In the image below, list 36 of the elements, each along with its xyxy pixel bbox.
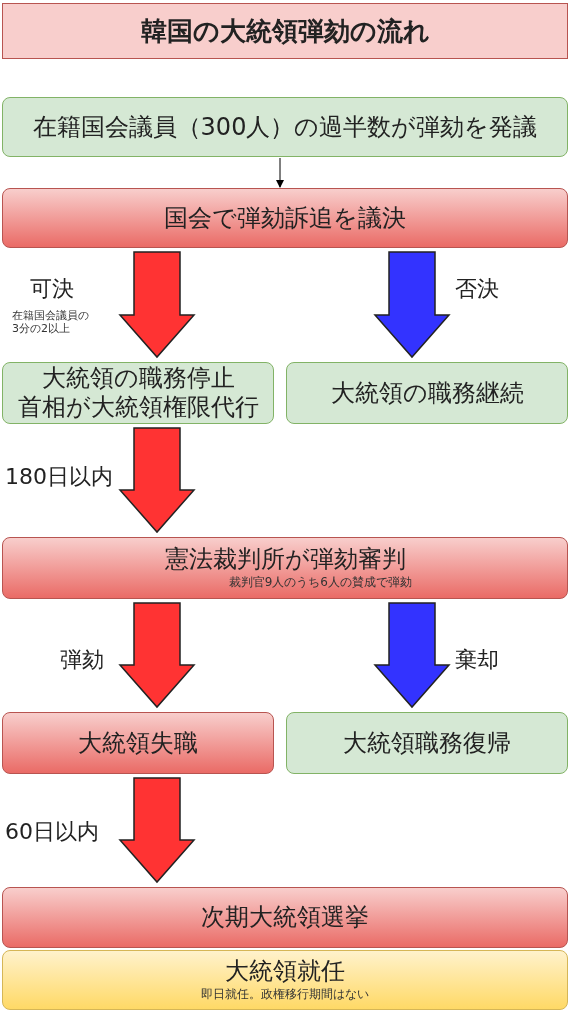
edge-label: 可決 <box>30 275 74 303</box>
block-arrow <box>373 602 451 709</box>
box-text: 国会で弾劾訴追を議決 <box>164 203 406 233</box>
box-text: 大統領の職務継続 <box>330 378 524 408</box>
box-text: 大統領失職 <box>78 728 198 758</box>
edge-label: 棄却 <box>455 646 499 674</box>
arrow <box>276 157 284 188</box>
box-text: 憲法裁判所が弾劾審判 <box>164 545 406 574</box>
box-text: 首相が大統領権限代行 <box>17 393 259 422</box>
box-text: 大統領職務復帰 <box>343 728 511 758</box>
process-box <box>2 950 568 1010</box>
note-text: 在籍国会議員の3分の2以上 <box>12 309 90 336</box>
edge-label: 弾劾 <box>60 646 104 674</box>
process-box <box>2 712 274 774</box>
process-box <box>2 97 568 157</box>
note-text: 裁判官9人のうち6人の賛成で弾劾 <box>228 573 412 591</box>
process-box <box>2 537 568 599</box>
edge-label: 60日以内 <box>5 818 99 846</box>
box-text: 大統領就任 <box>225 957 345 986</box>
process-box <box>286 712 568 774</box>
process-box <box>2 887 568 948</box>
box-text: 在籍国会議員（300人）の過半数が弾劾を発議 <box>32 112 538 142</box>
note-text: 即日就任。政権移行期間はない <box>201 985 369 1003</box>
block-arrow <box>118 251 196 359</box>
block-arrow <box>118 427 196 534</box>
block-arrow <box>118 602 196 709</box>
edge-label: 180日以内 <box>5 463 113 491</box>
edge-label: 否決 <box>455 275 499 303</box>
process-box <box>286 362 568 424</box>
process-box <box>2 188 568 248</box>
block-arrow <box>373 251 451 359</box>
box-text: 次期大統領選挙 <box>201 903 369 932</box>
title-box: 韓国の大統領弾劾の流れ <box>2 3 568 59</box>
process-box <box>2 362 274 424</box>
block-arrow <box>118 777 196 884</box>
box-text: 大統領の職務停止 <box>41 364 235 393</box>
